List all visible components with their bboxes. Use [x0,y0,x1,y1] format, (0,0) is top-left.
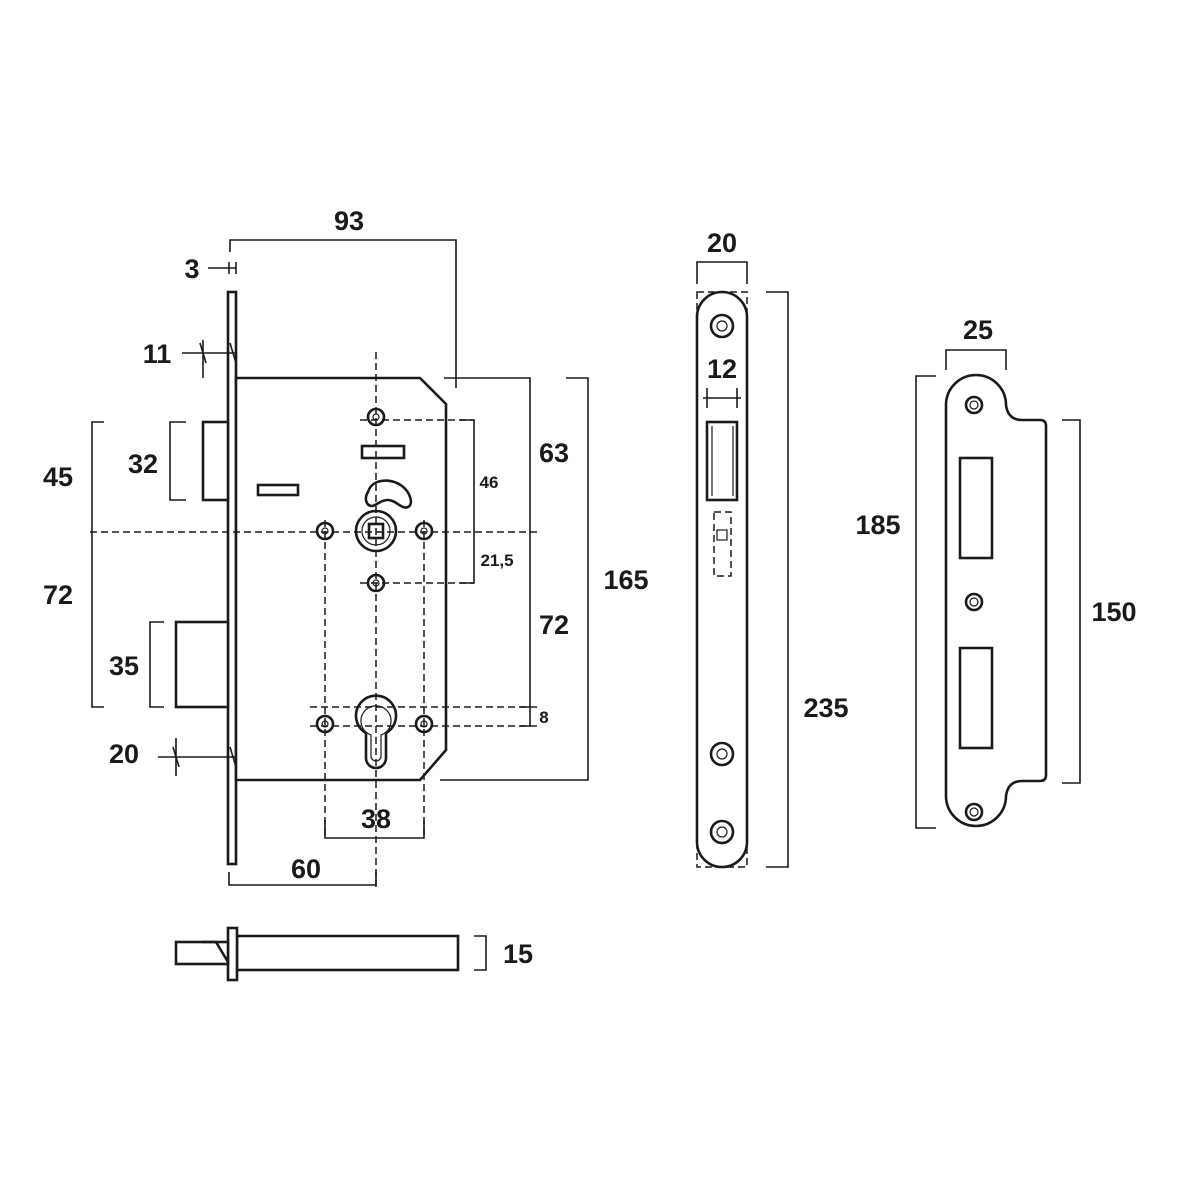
side-view-latch [174,940,230,966]
faceplate-screw-inner [716,320,728,332]
strike-plate [944,373,1048,828]
dim-label-21-5: 21,5 [480,551,513,570]
strike-screw [964,592,984,612]
faceplate-view: 20 12 235 [695,228,849,869]
dim-label-35: 35 [109,651,139,681]
lock-case [234,376,448,782]
dim-label-11: 11 [143,339,172,369]
dim-bracket-32 [169,421,186,501]
dim-label-46: 46 [480,473,499,492]
dim-label-45: 45 [43,462,73,492]
strike-screw-inner [969,400,979,410]
side-view-forend [226,926,239,982]
dim-tick-20b [229,746,237,768]
dim-label-63: 63 [539,438,569,468]
dim-label-72-right: 72 [539,610,569,640]
dim-line-93 [229,239,457,388]
dim-bracket-45-72 [91,421,104,708]
dim-label-150: 150 [1091,597,1136,627]
dim-label-20-lock: 20 [109,739,139,769]
follower-lever [364,479,413,509]
dim-label-165: 165 [603,565,648,595]
lock-side-view: 15 [174,926,533,982]
dim-label-235: 235 [803,693,848,723]
dim-bracket-165 [440,377,589,781]
strike-plate-view: 25 185 150 [855,315,1137,829]
bolt-opening-dashed [713,511,732,577]
strike-screw [964,395,984,415]
dim-bracket-235 [766,291,789,868]
dead-bolt [174,620,230,709]
faceplate-screw [709,741,735,767]
strike-screw-inner [969,807,979,817]
dim-line-60 [228,872,377,886]
dim-bracket-46-21-5 [460,419,475,584]
faceplate-screw [709,819,735,845]
dim-label-93: 93 [334,206,364,236]
cylinder-cutout-inner [360,705,392,762]
dim-bracket-15 [474,935,487,971]
faceplate-screw-inner [716,748,728,760]
faceplate-screw-inner [716,826,728,838]
dim-label-72-left: 72 [43,580,73,610]
strike-bolt-opening [958,646,994,750]
dim-label-20-faceplate: 20 [707,228,737,258]
dim-bracket-8 [520,706,531,727]
dim-label-3: 3 [184,254,199,284]
cylinder-cutout [354,694,398,770]
latch-bolt [201,420,230,502]
bolt-opening-mark [716,529,728,541]
dim-bracket-185 [915,375,936,829]
dim-label-12: 12 [707,354,737,384]
strike-screw-inner [969,597,979,607]
dim-label-38: 38 [361,804,391,834]
faceplate-screw [709,313,735,339]
mortise-lock-front-view [90,290,540,888]
strike-screw [964,802,984,822]
dim-bracket-35 [149,621,164,708]
side-view-body [235,934,460,972]
dim-label-25: 25 [963,315,993,345]
mortise-lock-dimensions: 93 3 11 45 72 32 35 20 38 60 [43,206,649,886]
dim-bracket-20-faceplate [696,261,748,284]
dim-label-8: 8 [539,708,548,727]
dim-line-38 [324,820,425,839]
latch-opening [705,420,739,502]
dim-tick-11b [229,342,237,364]
faceplate [695,290,749,869]
strike-latch-opening [958,456,994,560]
dim-bracket-25 [945,349,1007,370]
dim-label-60: 60 [291,854,321,884]
side-view-latch-bevel [202,940,230,963]
dim-label-32: 32 [128,449,158,479]
dim-label-15: 15 [503,939,533,969]
case-slot-left [256,483,300,497]
dim-label-185: 185 [855,510,900,540]
dim-bracket-63-72 [444,377,531,707]
dim-bracket-150 [1062,419,1081,784]
case-slot-top [360,444,406,460]
